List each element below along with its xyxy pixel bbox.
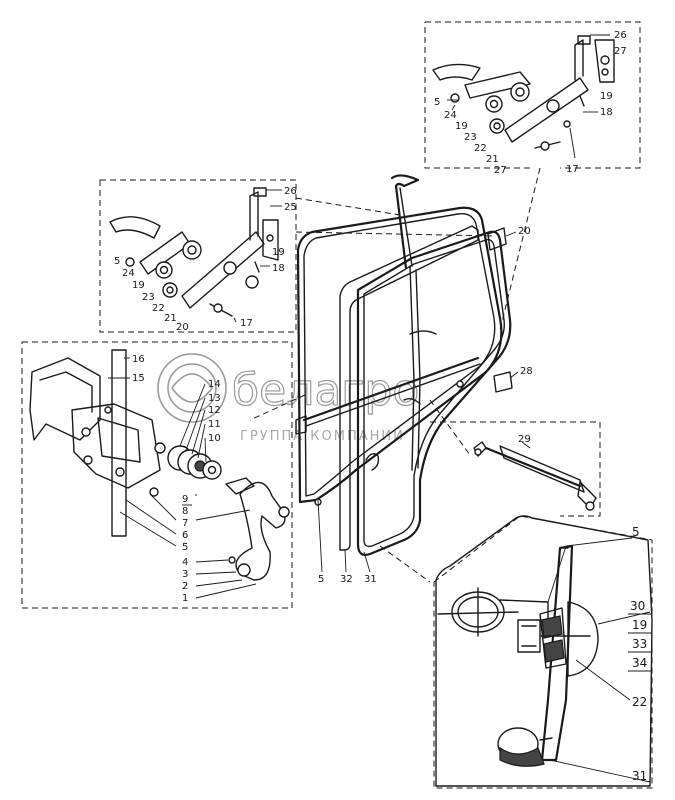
callout-27: 27 [614, 46, 627, 57]
callout-33: 33 [632, 637, 647, 651]
callout-21m: 21 [164, 313, 177, 324]
callout-19m2: 19 [272, 247, 285, 258]
callout-26m: 26 [284, 186, 297, 197]
callout-14: 14 [208, 379, 221, 390]
callout-2: 2 [182, 581, 188, 592]
callout-22s: 22 [632, 695, 647, 709]
callout-10: 10 [208, 433, 221, 444]
callout-1: 1 [182, 593, 188, 604]
callout-15: 15 [132, 373, 145, 384]
callout-23: 23 [464, 132, 477, 143]
hinge-detail-top: 26 27 5 24 19 23 22 21 27 19 18 17 [424, 21, 641, 176]
callout-5m: 5 [114, 256, 120, 267]
section-detail: 5 30 19 33 34 22 31 [433, 515, 653, 789]
callout-28: 28 [520, 366, 533, 377]
callout-6: 6 [182, 530, 188, 541]
callout-27b: 27 [494, 165, 507, 176]
callout-11: 11 [208, 419, 221, 430]
callout-34: 34 [632, 656, 647, 670]
callout-30: 30 [630, 599, 645, 613]
callout-20m: 20 [176, 322, 189, 333]
belagro-logo [157, 353, 227, 423]
callout-17m: 17 [240, 318, 253, 329]
callout-17: 17 [566, 164, 579, 175]
callout-23m: 23 [142, 292, 155, 303]
callout-4: 4 [182, 557, 188, 568]
callout-7: 7 [182, 518, 188, 529]
hinge-detail-middle: 26 25 5 24 19 23 22 21 20 19 18 17 [99, 179, 297, 333]
callout-22: 22 [474, 143, 487, 154]
callout-12: 12 [208, 405, 221, 416]
callout-29: 29 [518, 434, 531, 445]
callout-18m: 18 [272, 263, 285, 274]
callout-31s: 31 [632, 769, 647, 783]
callout-16: 16 [132, 354, 145, 365]
callout-5s: 5 [632, 525, 640, 539]
callout-26: 26 [614, 30, 627, 41]
door-frame: 20 28 29 5 32 31 [295, 174, 601, 585]
callout-22m: 22 [152, 303, 165, 314]
callout-25: 25 [284, 202, 297, 213]
callout-19: 19 [455, 121, 468, 132]
callout-13: 13 [208, 393, 221, 404]
callout-24m: 24 [122, 268, 135, 279]
callout-20: 20 [518, 226, 531, 237]
callout-18: 18 [600, 107, 613, 118]
callout-32: 32 [340, 574, 353, 585]
callout-24: 24 [444, 110, 457, 121]
callout-5: 5 [434, 97, 440, 108]
callout-19b: 19 [600, 91, 613, 102]
callout-5l: 5 [182, 542, 188, 553]
callout-19m: 19 [132, 280, 145, 291]
callout-3: 3 [182, 569, 188, 580]
watermark-brand: белагро [232, 365, 419, 416]
callout-19s: 19 [632, 618, 647, 632]
callout-9: 9 [182, 494, 188, 505]
callout-21: 21 [486, 154, 499, 165]
callout-8: 8 [182, 506, 188, 517]
watermark-subtitle: ГРУППА КОМПАНИЙ [240, 428, 405, 444]
callout-31: 31 [364, 574, 377, 585]
callout-5d: 5 [318, 574, 324, 585]
lock-detail: 16 15 14 13 12 11 10 9 8 7 6 5 4 3 2 1 [21, 341, 293, 609]
